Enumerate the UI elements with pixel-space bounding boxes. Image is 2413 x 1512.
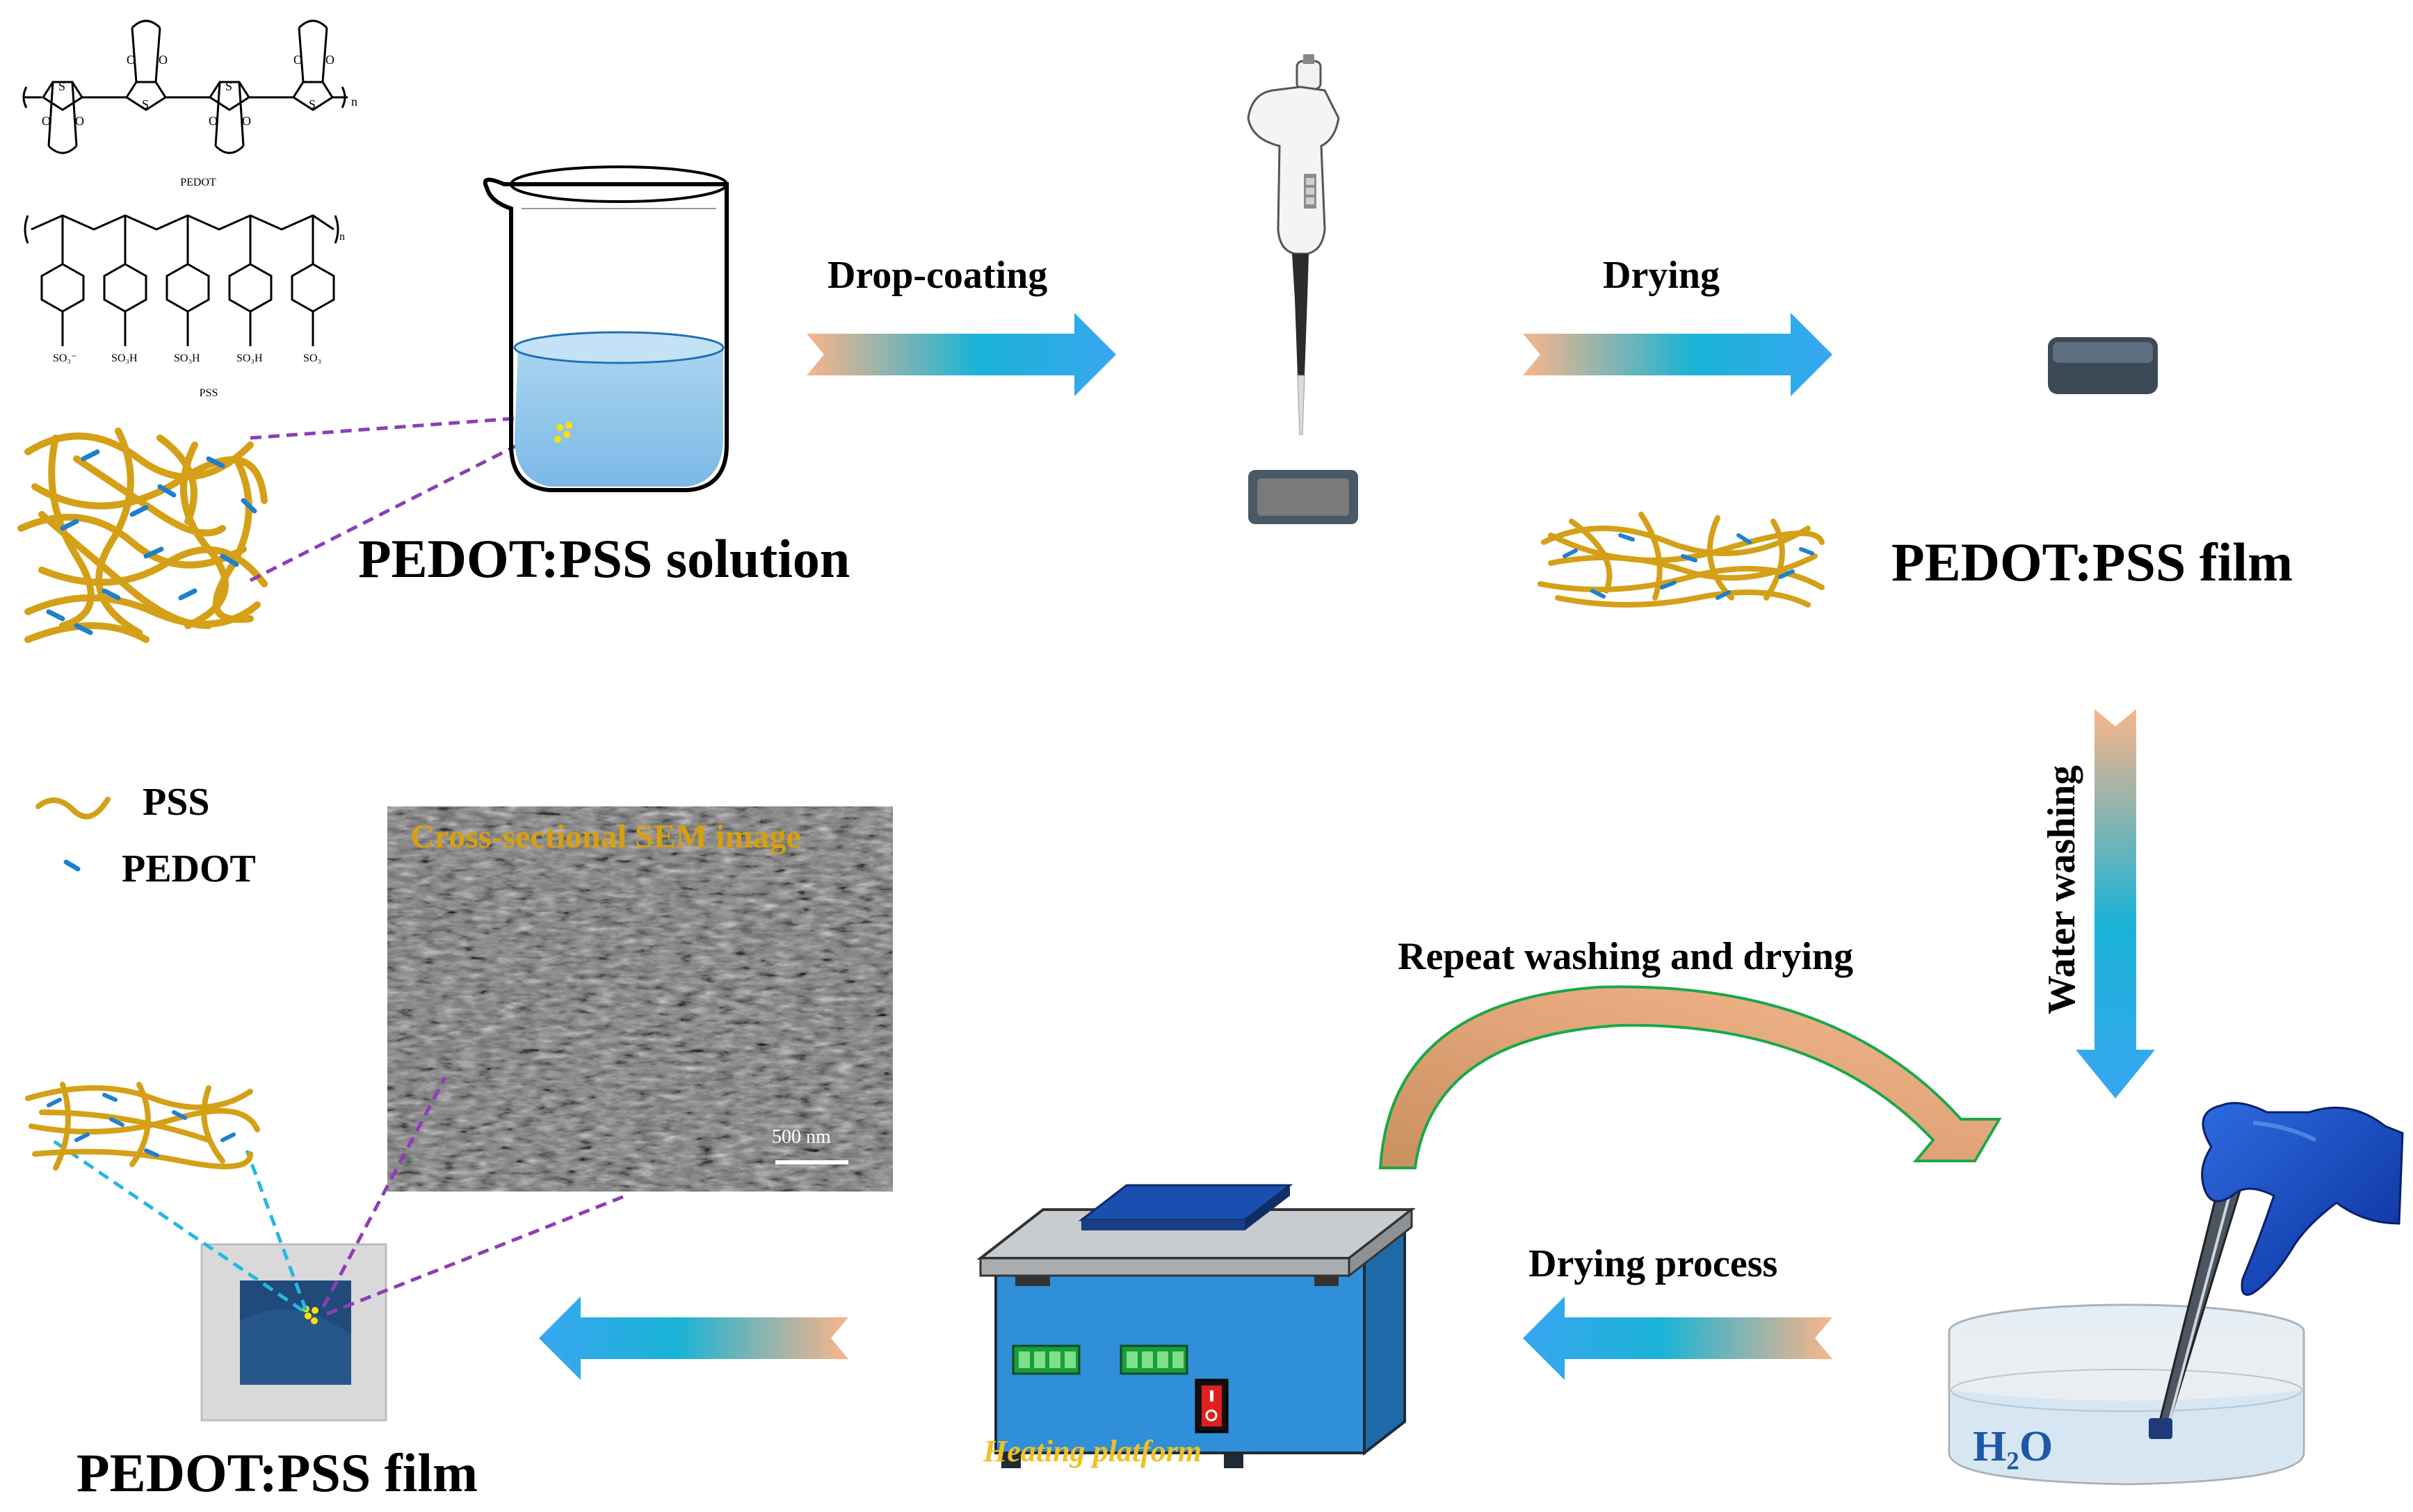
sem-title: Cross-sectional SEM image [410,818,801,855]
label-water-washing: Water washing [2040,765,2083,1015]
svg-text:SO₃H: SO₃H [174,352,200,364]
svg-text:S: S [58,79,65,93]
pedot-struct-label: PEDOT [180,177,216,188]
fiber-network-solution [17,428,268,643]
svg-text:SO₃: SO₃ [303,352,321,364]
petri-dish-icon [1948,1303,2305,1486]
legend-pedot-swatch [63,859,81,872]
svg-text:n: n [351,95,357,108]
fiber-network-final [25,1082,260,1171]
svg-text:SO₃H: SO₃H [236,352,263,364]
svg-text:S: S [225,79,232,93]
pedot-segments-final [47,1093,236,1157]
label-h2o: H₂O [1973,1423,2053,1470]
fiber-network-film [1538,512,1825,608]
svg-text:O: O [75,114,84,128]
svg-text:SO₃H: SO₃H [111,352,138,364]
pedot-structure [22,19,348,154]
label-film-top: PEDOT:PSS film [1891,532,2293,592]
legend-pedot-label: PEDOT [122,847,256,891]
legend-pss-label: PSS [143,781,210,824]
svg-text:O: O [325,53,334,67]
arrow-to-final-film [539,1296,848,1380]
label-repeat: Repeat washing and drying [1398,935,1854,978]
zoom-line-sem-top [321,1076,447,1308]
svg-text:O: O [42,114,51,128]
label-drying: Drying [1603,254,1720,297]
legend-pss-swatch [35,797,111,820]
pss-struct-label: PSS [200,387,218,399]
pedot-segments-film [1563,533,1814,600]
beaker-icon [483,165,729,492]
label-drying-process: Drying process [1528,1242,1778,1285]
pss-structure [24,214,339,346]
zoom-line-solution-bottom [249,423,558,583]
sem-scale-label: 500 nm [772,1126,831,1148]
sem-image [387,806,893,1192]
arrow-drying-process [1523,1296,1832,1380]
pipette-icon [1247,54,1340,435]
svg-text:O: O [127,53,136,67]
svg-text:O: O [209,114,218,128]
zoom-line-solution-top [250,416,515,440]
arrow-drying [1523,313,1832,396]
label-heating-platform: Heating platform [983,1434,1202,1468]
svg-text:SO₃⁻: SO₃⁻ [53,352,76,364]
pedot-segments-solution [46,449,257,635]
legend [35,797,111,872]
arrow-drop-coating [807,313,1116,396]
final-film-photo [200,1243,387,1422]
svg-text:O: O [293,53,302,67]
svg-text:S: S [142,97,149,111]
label-solution: PEDOT:PSS solution [358,528,850,589]
substrate-wet [1248,470,1358,524]
svg-text:O: O [159,53,168,67]
heating-platform-icon [976,1184,1416,1468]
gloved-hand-icon [2201,1102,2404,1296]
svg-text:O: O [242,114,251,128]
zoom-line-fiber-left [51,1138,304,1312]
zoom-line-fiber-right [245,1150,308,1311]
svg-text:S: S [309,97,316,111]
label-film-bottom: PEDOT:PSS film [76,1442,478,1503]
arrow-water-washing [2076,709,2155,1098]
svg-text:n: n [339,231,345,243]
dried-film-icon [2048,337,2158,394]
arrow-repeat-cycle [1378,985,2002,1169]
label-drop-coating: Drop-coating [828,254,1048,297]
